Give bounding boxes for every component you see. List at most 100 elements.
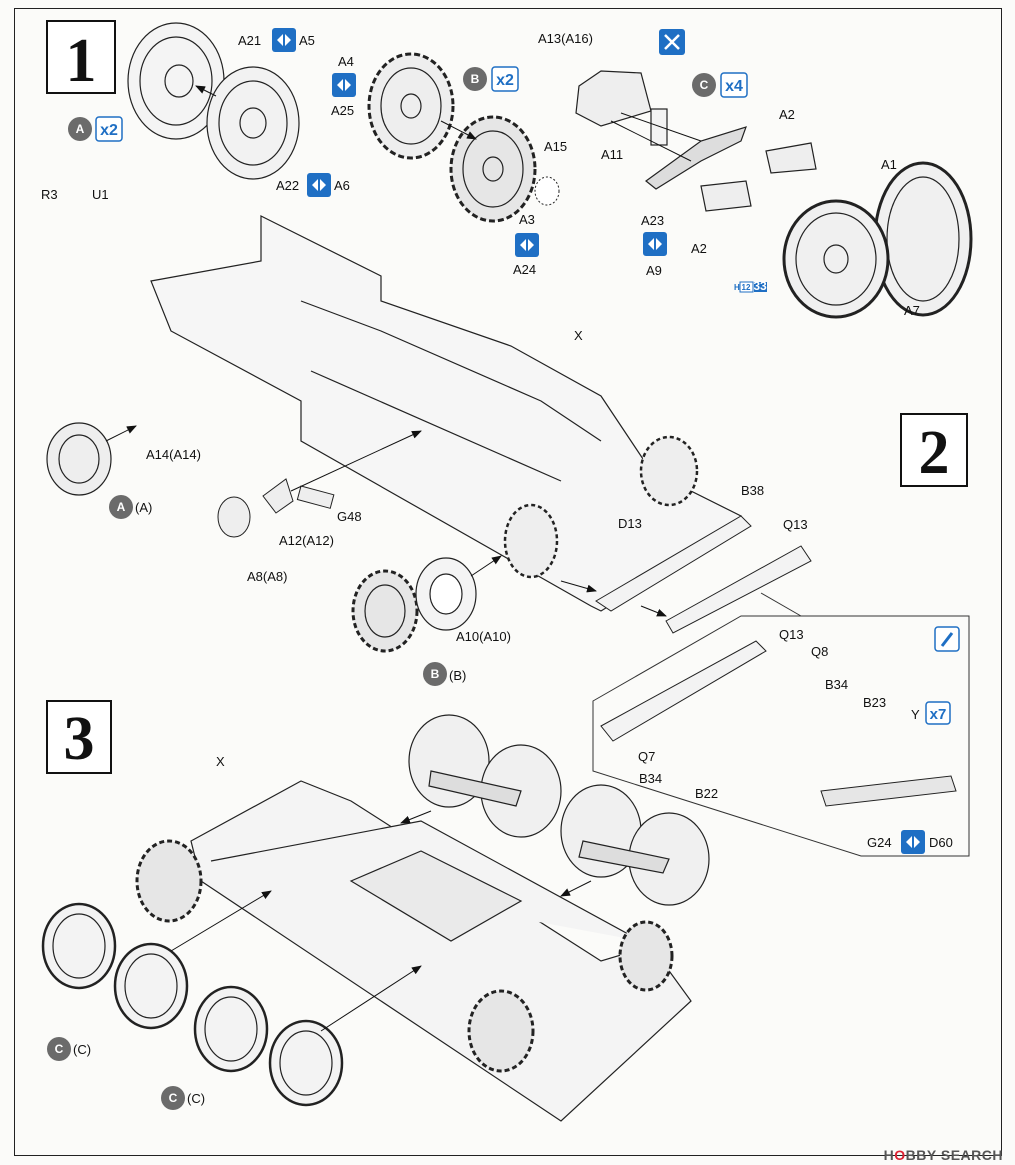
- cut-icon: [659, 29, 685, 55]
- label-g24: G24: [867, 835, 892, 850]
- label-b34: B34: [639, 771, 662, 786]
- label-a10: A10(A10): [456, 629, 511, 644]
- badge-b-text: B: [471, 72, 480, 86]
- road-wheel-a7: [782, 161, 973, 319]
- label-a24: A24: [513, 262, 536, 277]
- quantity-x2: x2: [496, 72, 514, 89]
- bogie-front: [408, 714, 562, 838]
- badge-b: [463, 67, 487, 91]
- quantity-badge: [95, 116, 123, 142]
- badge-c-text: C: [700, 78, 709, 92]
- label-a8: A8(A8): [247, 569, 287, 584]
- label-q13: Q13: [783, 517, 808, 532]
- label-b22: B22: [695, 786, 718, 801]
- label-a5: A5: [299, 33, 315, 48]
- quantity-x2: x2: [100, 122, 118, 139]
- mirror-icon: [272, 28, 296, 52]
- sprocket-a3: [449, 115, 537, 223]
- mirror-icon: [307, 173, 331, 197]
- svg-text:33: 33: [753, 279, 767, 293]
- mirror-icon: [901, 830, 925, 854]
- label-a9: A9: [646, 263, 662, 278]
- label-a4: A4: [338, 54, 354, 69]
- svg-text:H: H: [734, 283, 740, 292]
- label-b34: B34: [825, 677, 848, 692]
- badge-a-text: A: [76, 122, 85, 136]
- step-1-number: 1: [66, 27, 97, 95]
- badge-a: [109, 495, 133, 519]
- track-return-rail: [595, 515, 812, 634]
- label-a23: A23: [641, 213, 664, 228]
- label-c-paren: (C): [187, 1091, 205, 1106]
- label-a15: A15: [544, 139, 567, 154]
- label-a21: A21: [238, 33, 261, 48]
- label-b23: B23: [863, 695, 886, 710]
- quantity-x7: x7: [930, 706, 947, 723]
- svg-text:12: 12: [742, 283, 751, 292]
- sprocket-a4: [367, 52, 455, 160]
- instruction-sheet: 1 A21 A5 A22 A6 A x2 R3 U1 A4 A25 A15 A3…: [14, 8, 1002, 1156]
- badge-c: [161, 1086, 185, 1110]
- label-a6: A6: [334, 178, 350, 193]
- label-q7: Q7: [638, 749, 655, 764]
- label-a11: A11: [601, 147, 623, 162]
- label-q8: Q8: [811, 644, 828, 659]
- label-d60: D60: [929, 835, 953, 850]
- label-a-paren: (A): [135, 500, 152, 515]
- mirror-icon: [643, 232, 667, 256]
- paint-callout: H 12 33: [734, 279, 767, 293]
- label-a2: A2: [691, 241, 707, 256]
- quantity-badge: [491, 66, 519, 92]
- label-q13: Q13: [779, 627, 804, 642]
- final-drive: [503, 435, 699, 579]
- label-c-paren: (C): [73, 1042, 91, 1057]
- label-b-paren: (B): [449, 668, 466, 683]
- idler-wheel-a: [46, 422, 112, 496]
- label-r3: R3: [41, 187, 58, 202]
- badge-c: [692, 73, 716, 97]
- badge-b: [423, 662, 447, 686]
- label-a2: A2: [779, 107, 795, 122]
- step-2-box: [900, 413, 968, 487]
- road-wheel-a21: [127, 22, 225, 140]
- label-x: X: [216, 754, 225, 769]
- bogie-rear: [560, 784, 710, 906]
- road-wheel-a22: [206, 66, 300, 180]
- step-1-box: [46, 20, 116, 94]
- label-y: Y: [911, 707, 920, 722]
- label-u1: U1: [92, 187, 109, 202]
- badge-b-text: B: [431, 667, 440, 681]
- quantity-badge: [720, 72, 748, 98]
- label-g48: G48: [337, 509, 362, 524]
- step-3-box: [46, 700, 112, 774]
- hub-cap-a15: [534, 176, 560, 206]
- hull-floor: [190, 780, 692, 1122]
- hull-side-x: [150, 215, 742, 612]
- detail-inset: [592, 592, 970, 857]
- label-d13: D13: [618, 516, 642, 531]
- quantity-x4: x4: [725, 78, 743, 95]
- label-a13: A13(A16): [538, 31, 593, 46]
- mirror-icon: [515, 233, 539, 257]
- label-a3: A3: [519, 212, 535, 227]
- label-x: X: [574, 328, 583, 343]
- label-a7: A7: [904, 303, 920, 318]
- label-a22: A22: [276, 178, 299, 193]
- label-b38: B38: [741, 483, 764, 498]
- sprocket-step3: [135, 839, 674, 1073]
- badge-a-text: A: [117, 500, 126, 514]
- road-wheels-c: [41, 902, 344, 1107]
- badge-c: [47, 1037, 71, 1061]
- hub-a12: [217, 478, 335, 538]
- badge-a: [68, 117, 92, 141]
- badge-c-text: C: [169, 1091, 178, 1105]
- watermark-logo: HOBBY SEARCH: [883, 1147, 1003, 1163]
- step-3-number: 3: [64, 705, 95, 773]
- label-a14: A14(A14): [146, 447, 201, 462]
- label-a12: A12(A12): [279, 533, 334, 548]
- badge-c-text: C: [55, 1042, 64, 1056]
- sprocket-b: [351, 557, 477, 653]
- suspension-bracket: [575, 70, 817, 212]
- instruction-drawing: 1 A21 A5 A22 A6 A x2 R3 U1 A4 A25 A15 A3…: [41, 20, 973, 1122]
- label-a1: A1: [881, 157, 897, 172]
